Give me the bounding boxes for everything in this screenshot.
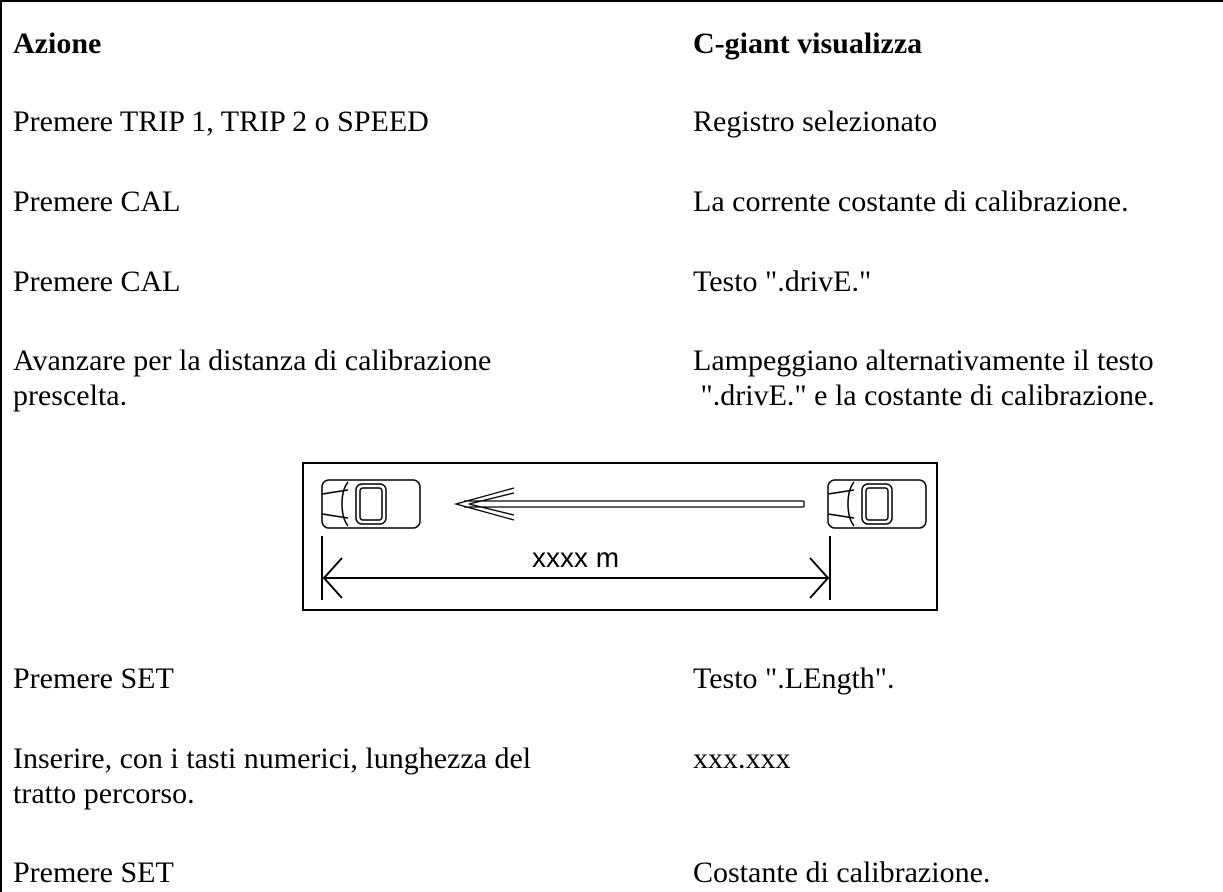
distance-label: xxxx m <box>532 542 620 573</box>
row-4-action-line-2: prescelta. <box>13 379 128 412</box>
travel-direction-arrow <box>453 487 805 521</box>
row-6-action-line-2: tratto percorso. <box>13 777 195 810</box>
row-5-display: Testo ".LEngth". <box>693 662 895 695</box>
row-4-display-line-2: ".drivE." e la costante di calibrazione. <box>693 379 1155 412</box>
row-1-display: Registro selezionato <box>693 105 938 138</box>
row-5-action: Premere SET <box>13 662 174 695</box>
row-7-action: Premere SET <box>13 856 174 889</box>
row-3-display: Testo ".drivE." <box>693 265 872 298</box>
distance-dimension-line <box>321 536 831 600</box>
row-1-action: Premere TRIP 1, TRIP 2 o SPEED <box>13 105 429 138</box>
column-header-action: Azione <box>13 27 102 60</box>
calibration-distance-diagram: xxxx m <box>302 462 938 611</box>
row-6-display: xxx.xxx <box>693 742 791 775</box>
row-2-display: La corrente costante di calibrazione. <box>693 185 1129 218</box>
car-right-icon <box>827 479 927 529</box>
row-4-display-line-1: Lampeggiano alternativamente il testo <box>693 344 1154 377</box>
row-6-action-line-1: Inserire, con i tasti numerici, lunghezz… <box>13 742 532 775</box>
row-2-action: Premere CAL <box>13 185 181 218</box>
column-header-display: C-giant visualizza <box>693 27 923 60</box>
diagram-graphics <box>321 479 927 600</box>
row-7-display: Costante di calibrazione. <box>693 856 991 889</box>
row-3-action: Premere CAL <box>13 265 181 298</box>
row-4-action-line-1: Avanzare per la distanza di calibrazione <box>13 344 492 377</box>
car-left-icon <box>321 479 421 529</box>
